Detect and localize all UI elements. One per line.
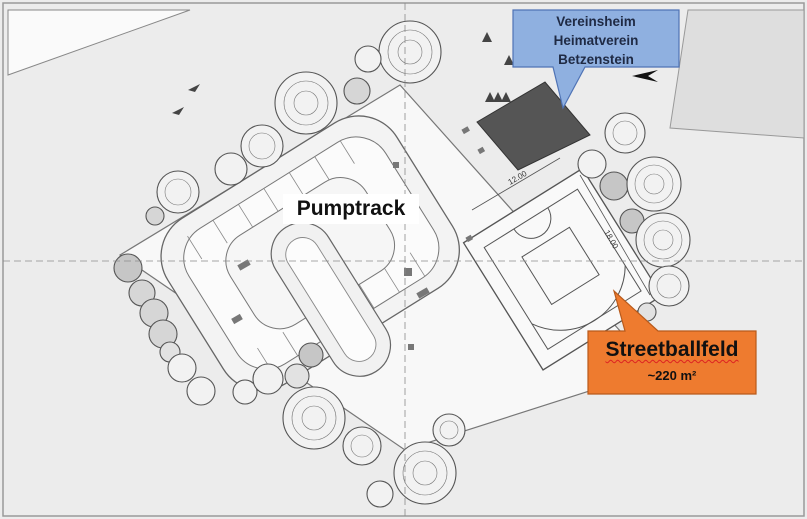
parcel-top-left	[7, 9, 191, 76]
streetball-court	[462, 167, 663, 371]
clubhouse-callout-label: Vereinsheim Heimatverein Betzenstein	[513, 12, 679, 69]
clubhouse-line-2: Heimatverein	[553, 33, 639, 48]
bench-icon	[231, 126, 486, 350]
streetball-title: Streetballfeld	[605, 338, 739, 361]
dimension-line-right	[579, 174, 651, 296]
pumptrack-label: Pumptrack	[283, 194, 419, 224]
streetball-area: ~220 m²	[647, 368, 697, 383]
marker-icons	[172, 32, 514, 115]
clubhouse-line-1: Vereinsheim	[556, 14, 636, 29]
dimension-line-top	[471, 157, 561, 211]
tree-texture	[164, 29, 683, 496]
clubhouse-callout-box	[512, 9, 680, 110]
streetball-callout-box	[587, 289, 757, 395]
parcel-right	[669, 9, 805, 139]
clubhouse-line-3: Betzenstein	[558, 52, 634, 67]
north-arrow-icon	[632, 70, 658, 82]
